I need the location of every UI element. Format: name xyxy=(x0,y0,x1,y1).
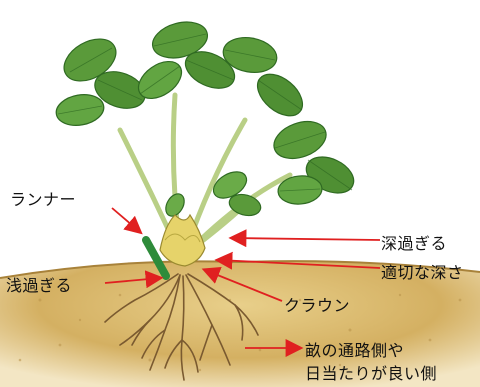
label-ridge-line2: 日当たりが良い側 xyxy=(305,360,437,384)
label-proper-depth: 適切な深さ xyxy=(381,259,464,283)
label-too-deep: 深過ぎる xyxy=(381,230,447,254)
stems xyxy=(120,95,290,252)
arrow-runner xyxy=(112,208,140,232)
label-crown: クラウン xyxy=(284,292,350,316)
label-shallow: 浅過ぎる xyxy=(6,272,72,296)
label-ridge-line1: 畝の通路側や xyxy=(305,337,404,361)
label-runner: ランナー xyxy=(10,186,76,210)
arrow-too-deep xyxy=(232,238,380,240)
